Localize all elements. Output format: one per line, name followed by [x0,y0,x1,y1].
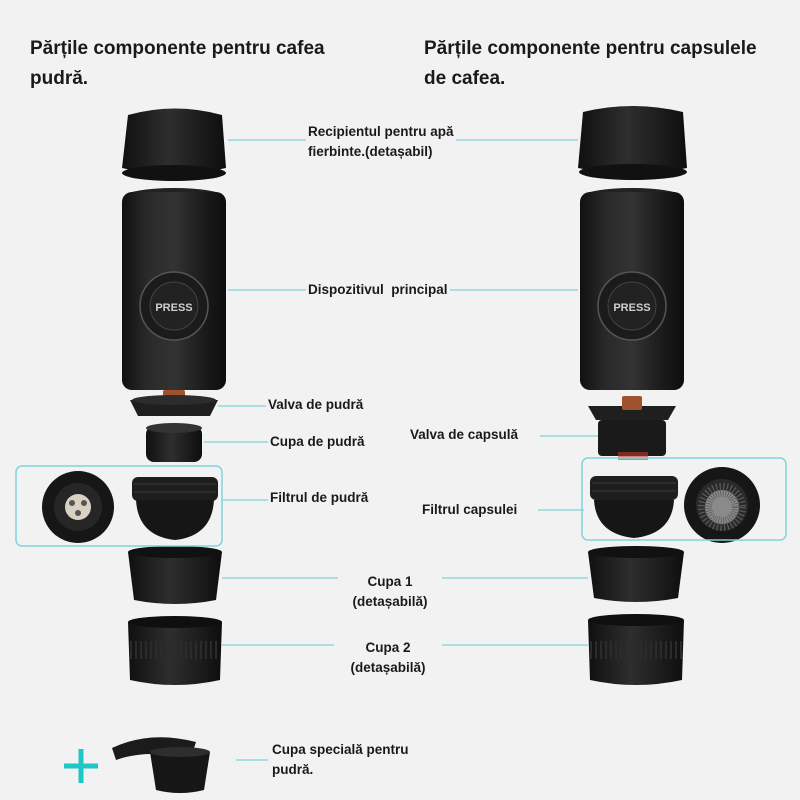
left-powder-cup [146,423,202,462]
label-cup-2: Cupa 2 (detașabilă) [334,638,442,678]
right-cup-2 [588,614,684,685]
label-cup-1-line-1: Cupa 1 [367,574,413,589]
powder-scoop [112,737,210,793]
plus-icon [64,749,98,783]
label-cup-1-line-2: (detașabilă) [352,594,428,609]
powder-filter-highlight-box [15,465,223,547]
label-capsule-valve: Valva de capsulă [408,425,521,445]
label-water-container: Recipientul pentru apă fierbinte.(detașa… [306,122,456,162]
right-water-container [578,106,687,180]
powder-parts-heading: Părțile componente pentru cafea pudră. [30,34,325,94]
label-powder-scoop-line-2: pudră. [272,762,314,777]
left-main-device: PRESS [122,188,226,390]
right-capsule-filter-parts [590,467,760,543]
left-powder-filter-parts [42,471,218,543]
label-powder-scoop: Cupa specială pentru pudră. [270,740,411,780]
capsule-heading-line-1: Părțile componente pentru capsulele [424,38,757,59]
label-water-container-line-1: Recipientul pentru apă [308,124,454,139]
left-cup-2 [128,616,222,685]
label-cup-1: Cupa 1 (detașabilă) [338,572,442,612]
powder-heading-line-2: pudră. [30,68,89,89]
label-powder-scoop-line-1: Cupa specială pentru [272,742,409,757]
label-capsule-filter: Filtrul capsulei [420,500,520,520]
powder-heading-line-1: Părțile componente pentru cafea [30,38,325,59]
label-powder-cup: Cupa de pudră [268,432,367,452]
label-powder-valve: Valva de pudră [266,395,366,415]
label-cup-2-line-2: (detașabilă) [350,660,426,675]
press-button-text-right: PRESS [613,302,650,314]
right-main-device: PRESS [580,188,684,390]
capsule-filter-highlight-box [581,457,787,541]
left-powder-valve [130,390,218,416]
label-powder-cup-text: Cupa de pudră [270,434,365,449]
capsule-parts-heading: Părțile componente pentru capsulele de c… [424,34,757,94]
right-cup-1 [588,546,684,602]
capsule-heading-line-2: de cafea. [424,68,506,89]
label-powder-valve-text: Valva de pudră [268,397,364,412]
left-water-container [122,108,226,181]
label-capsule-valve-text: Valva de capsulă [410,427,519,442]
label-main-device-text: Dispozitivul principal [308,282,448,297]
press-button-text: PRESS [155,302,192,314]
label-powder-filter-text: Filtrul de pudră [270,490,369,505]
label-powder-filter: Filtrul de pudră [268,488,371,508]
label-capsule-filter-text: Filtrul capsulei [422,502,518,517]
label-main-device: Dispozitivul principal [306,280,450,300]
label-cup-2-line-1: Cupa 2 [365,640,411,655]
right-capsule-valve [588,396,676,460]
label-water-container-line-2: fierbinte.(detașabil) [308,144,433,159]
left-cup-1 [128,546,222,604]
